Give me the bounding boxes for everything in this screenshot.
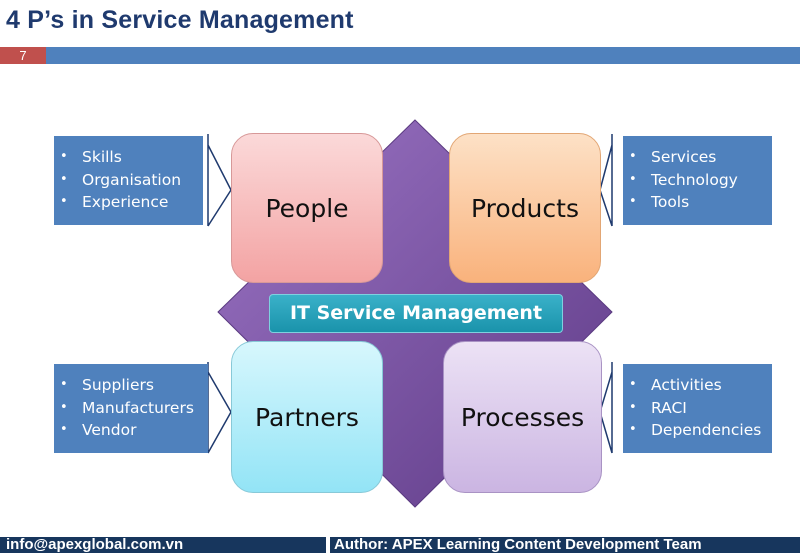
center-label: IT Service Management (269, 294, 563, 333)
partners-list-box: Suppliers Manufacturers Vendor (54, 364, 208, 453)
list-item: Suppliers (60, 374, 208, 397)
bracket-partners (207, 362, 232, 454)
processes-list-box: Activities RACI Dependencies (623, 364, 772, 453)
products-list-box: Services Technology Tools (623, 136, 772, 225)
list-item: Vendor (60, 419, 208, 442)
list-item: Manufacturers (60, 397, 208, 420)
slide-title: 4 P’s in Service Management (6, 6, 354, 34)
bracket-people (207, 134, 232, 227)
list-item: RACI (629, 397, 772, 420)
partners-quadrant: Partners (231, 341, 383, 493)
products-quadrant: Products (449, 133, 601, 283)
list-item: Skills (60, 146, 203, 169)
list-item: Tools (629, 191, 772, 214)
list-item: Dependencies (629, 419, 772, 442)
bracket-products (599, 134, 613, 227)
list-item: Organisation (60, 169, 203, 192)
list-item: Technology (629, 169, 772, 192)
people-quadrant: People (231, 133, 383, 283)
bracket-processes (599, 362, 613, 454)
slide-number: 7 (0, 47, 46, 64)
footer-author: Author: APEX Learning Content Developmen… (326, 537, 800, 553)
list-item: Activities (629, 374, 772, 397)
people-list-box: Skills Organisation Experience (54, 136, 203, 225)
footer-email: info@apexglobal.com.vn (0, 537, 326, 553)
list-item: Experience (60, 191, 203, 214)
header-bar (46, 47, 800, 64)
processes-quadrant: Processes (443, 341, 602, 493)
list-item: Services (629, 146, 772, 169)
